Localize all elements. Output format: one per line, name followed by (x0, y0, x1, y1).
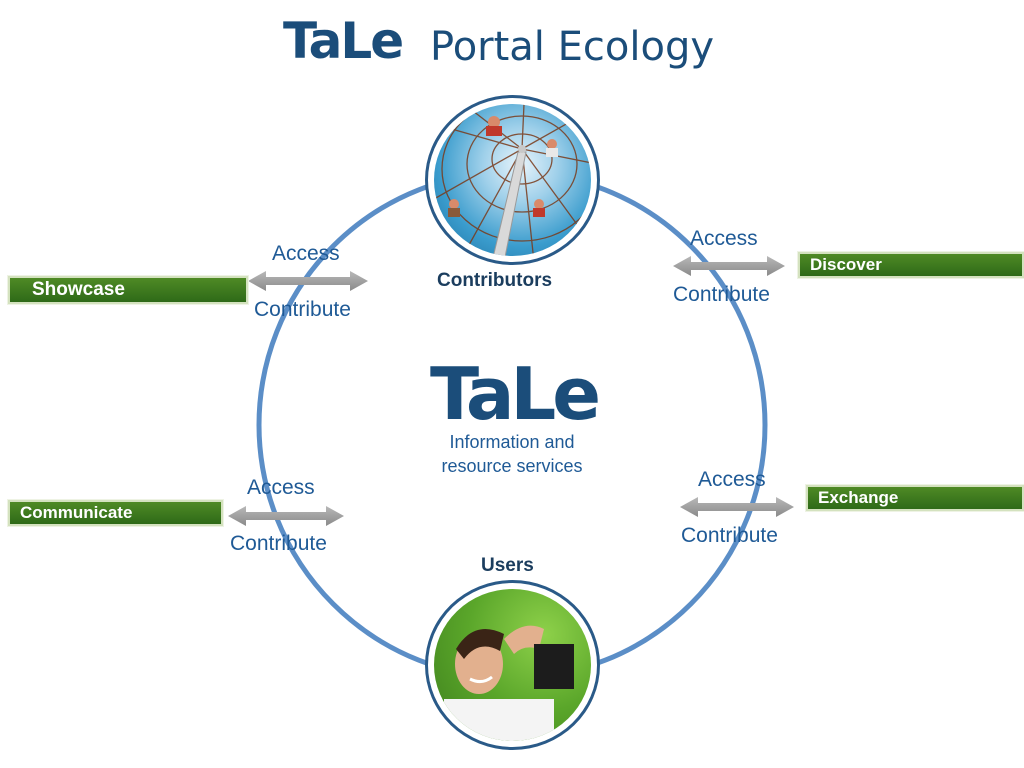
tale-logo-title: TaLe (283, 12, 404, 70)
access-label-top-left: Access (272, 242, 340, 265)
access-label-bottom-left: Access (247, 476, 315, 499)
users-photo (425, 580, 600, 750)
contribute-label-top-left: Contribute (254, 298, 351, 321)
center-subtitle-line1: Information and (449, 432, 575, 452)
access-label-top-right: Access (690, 227, 758, 250)
showcase-box: Showcase (8, 276, 248, 304)
discover-box: Discover (798, 252, 1024, 278)
communicate-box: Communicate (8, 500, 223, 526)
double-arrow-icon-bottom-left (228, 506, 344, 526)
person-on-grass-image (444, 625, 574, 741)
contribute-label-top-right: Contribute (673, 283, 770, 306)
diagram-title: TaLe Portal Ecology (0, 10, 1024, 80)
contribute-label-bottom-right: Contribute (681, 524, 778, 547)
double-arrow-icon-bottom-right (680, 497, 794, 517)
tale-logo-center: TaLe (430, 352, 601, 436)
contribute-label-bottom-left: Contribute (230, 532, 327, 555)
double-arrow-icon-top-right (673, 256, 785, 276)
contributors-photo (425, 95, 600, 265)
exchange-box: Exchange (806, 485, 1024, 511)
title-text: Portal Ecology (430, 24, 715, 70)
double-arrow-icon-top-left (248, 271, 368, 291)
contributors-label: Contributors (437, 270, 553, 291)
users-label: Users (481, 555, 534, 576)
access-label-bottom-right: Access (698, 468, 766, 491)
climbing-net-image (434, 104, 591, 256)
center-subtitle-line2: resource services (441, 456, 583, 476)
